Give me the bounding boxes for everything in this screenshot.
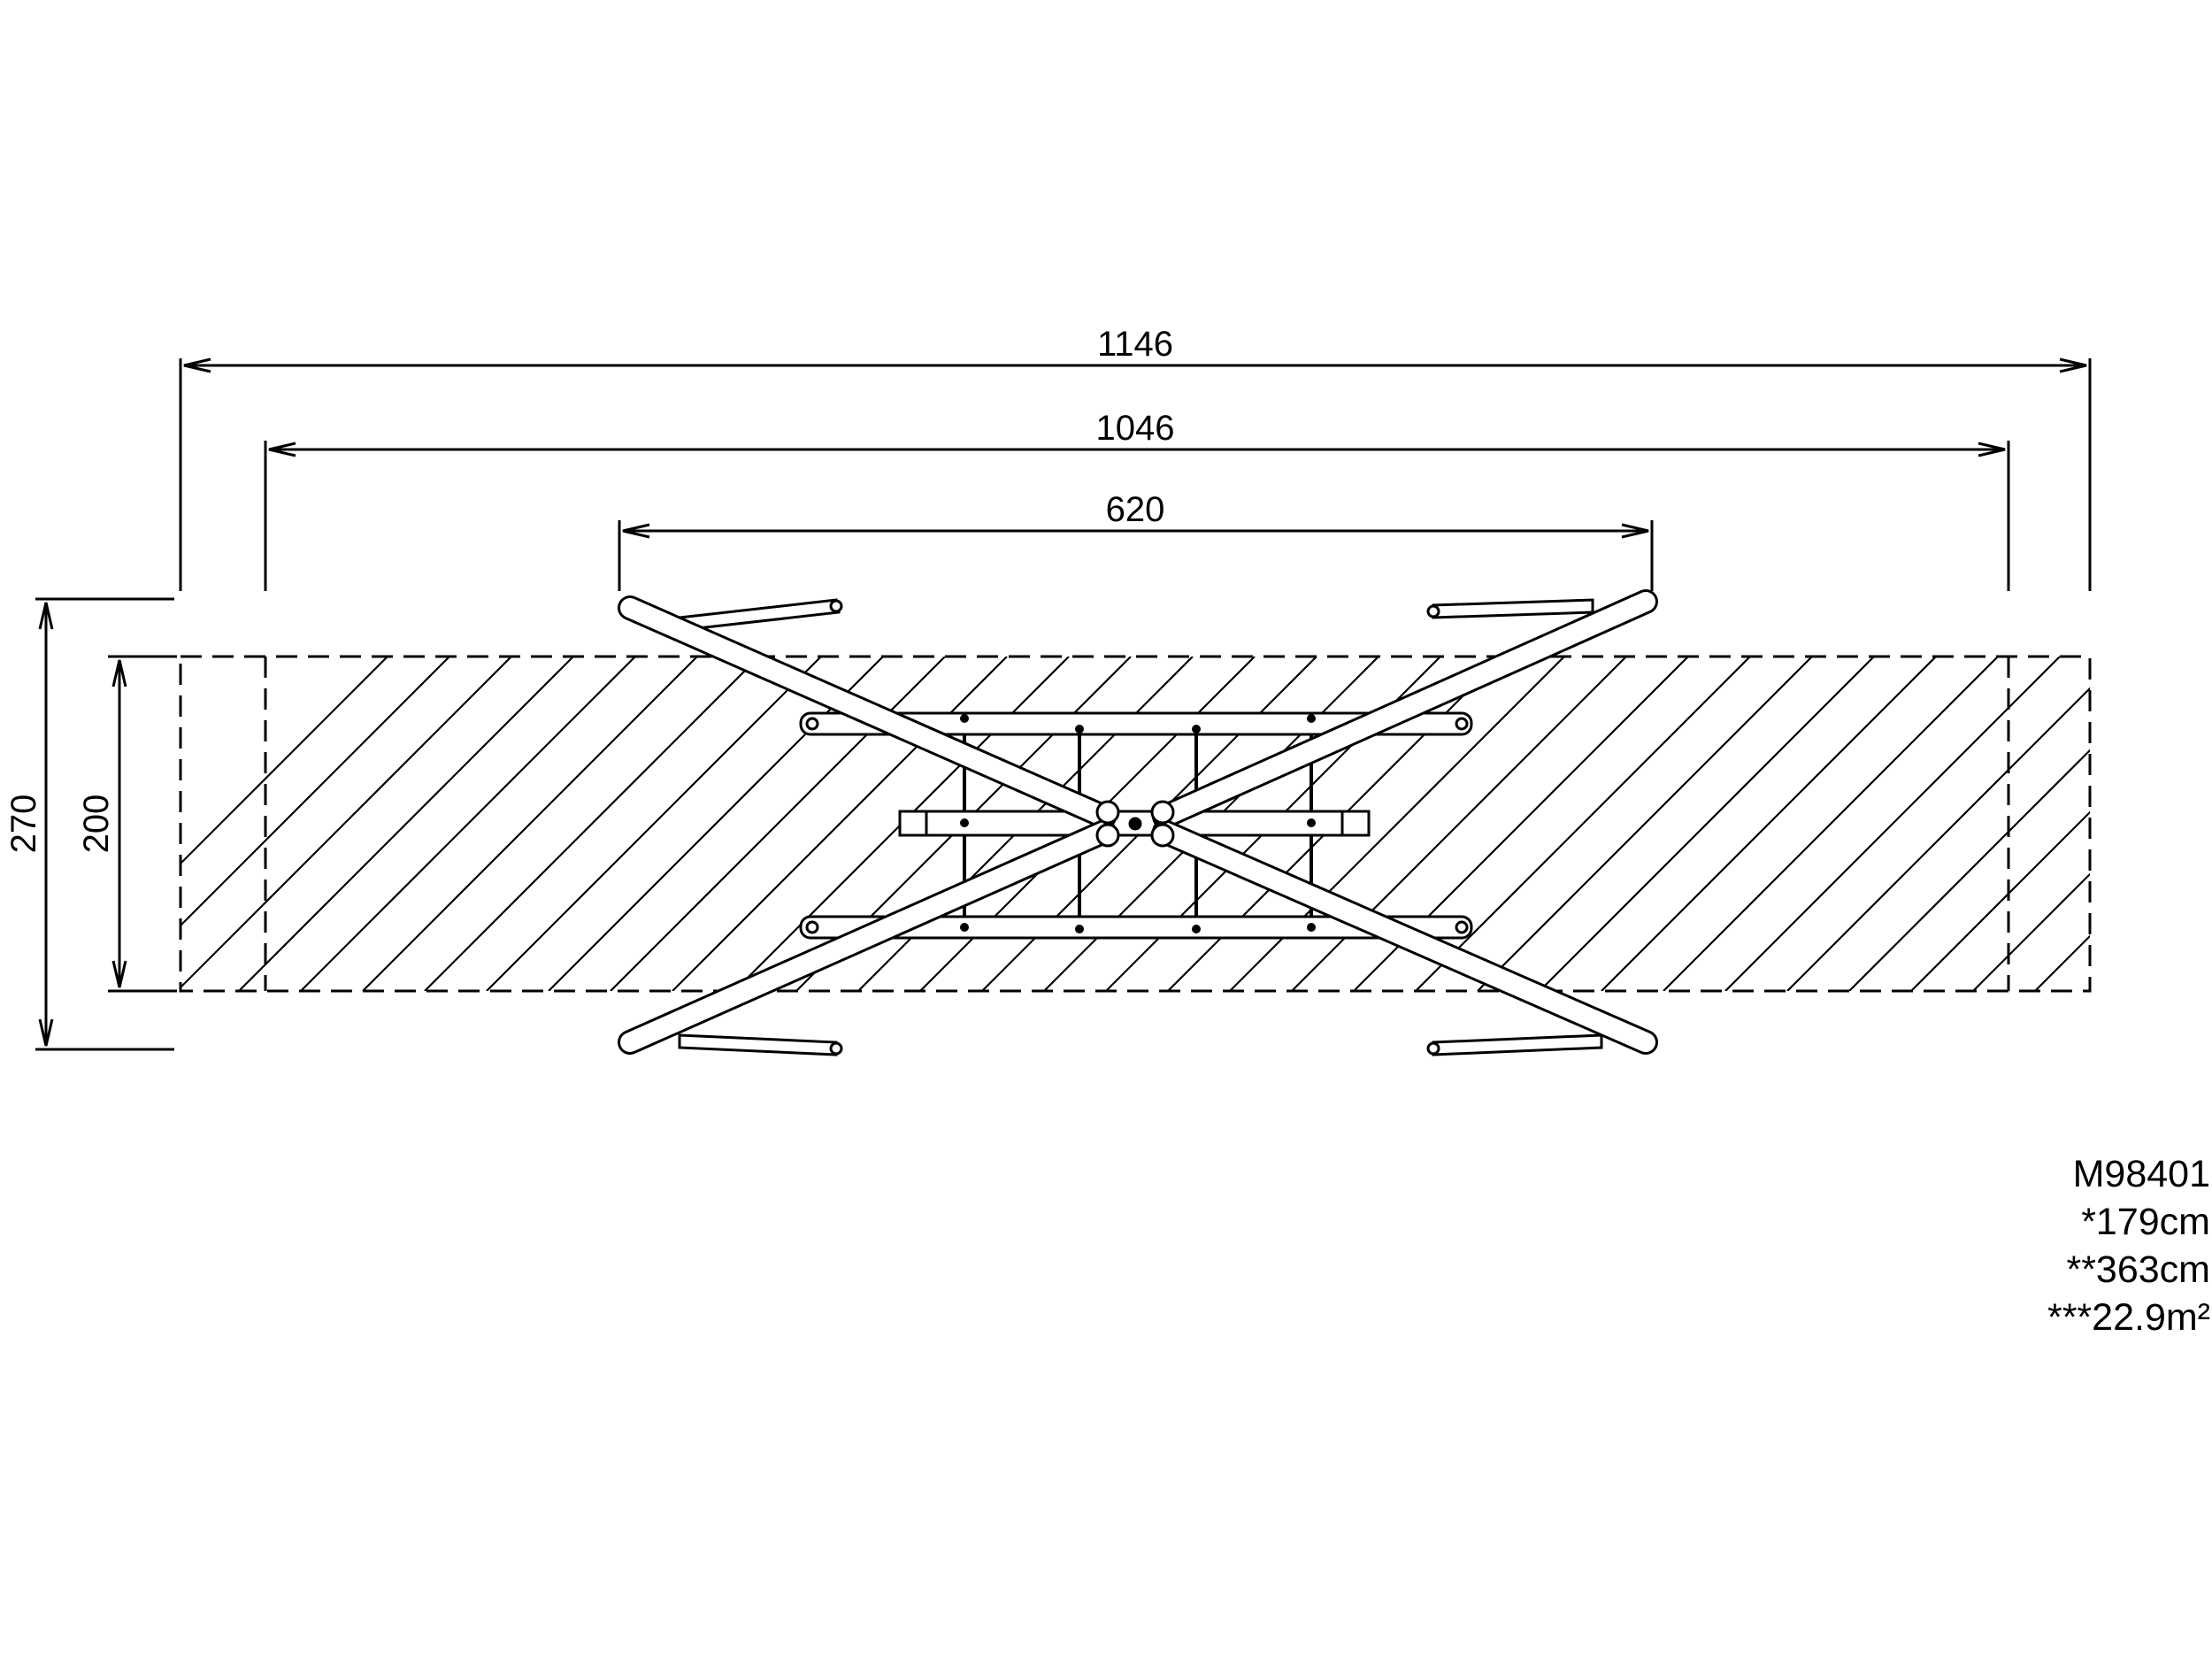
dimension-label-1146: 1146 xyxy=(1097,325,1173,364)
bolt-dots xyxy=(960,714,1316,933)
hatch-line xyxy=(1848,749,2090,991)
hatch-line xyxy=(180,657,450,927)
hatch-line xyxy=(2034,934,2090,991)
model-info: M98401 *179cm **363cm ***22.9m² xyxy=(1980,1150,2210,1341)
hatch-line xyxy=(2097,657,2212,991)
hatch-line xyxy=(180,657,512,989)
seat-beam-middle xyxy=(898,810,1371,837)
hatch-line xyxy=(180,657,388,865)
dimension-label-200: 200 xyxy=(77,795,116,854)
dimension-label-270: 270 xyxy=(4,795,43,854)
hatch-line xyxy=(300,657,636,991)
hatch-line xyxy=(1601,657,1937,991)
area-note: ***22.9m² xyxy=(2047,1296,2210,1339)
hatch-line xyxy=(1415,657,1751,991)
dimension-label-1046: 1046 xyxy=(1096,409,1175,448)
dimension-200 xyxy=(108,655,177,993)
fall-height-note: **363cm xyxy=(2066,1248,2210,1291)
seat-beam-bottom xyxy=(799,915,1473,940)
dimension-1046 xyxy=(264,441,2010,591)
dimension-1146 xyxy=(179,357,2092,591)
hatch-line xyxy=(1724,657,2061,991)
model-number: M98401 xyxy=(2072,1153,2210,1195)
hatch-line xyxy=(1477,657,1813,991)
dimension-270 xyxy=(35,597,174,1051)
hatch-line xyxy=(610,657,946,991)
hatch-line xyxy=(1539,657,1875,991)
center-joint xyxy=(1095,800,1175,848)
hatch-line xyxy=(1910,810,2090,991)
hatch-line xyxy=(1663,657,1999,991)
hatch-line xyxy=(1786,687,2090,991)
hatch-line xyxy=(238,657,574,991)
dimension-620 xyxy=(618,520,1654,591)
swing-frame xyxy=(618,589,1658,1056)
hatch-line xyxy=(486,657,822,991)
dimension-label-620: 620 xyxy=(1106,490,1165,529)
hatch-line xyxy=(2159,657,2212,991)
height-note: *179cm xyxy=(2081,1201,2210,1243)
diagonal-legs xyxy=(618,589,1658,1055)
hatch-line xyxy=(362,657,698,991)
hatch-line xyxy=(424,657,760,991)
hatch-line xyxy=(1972,872,2090,991)
